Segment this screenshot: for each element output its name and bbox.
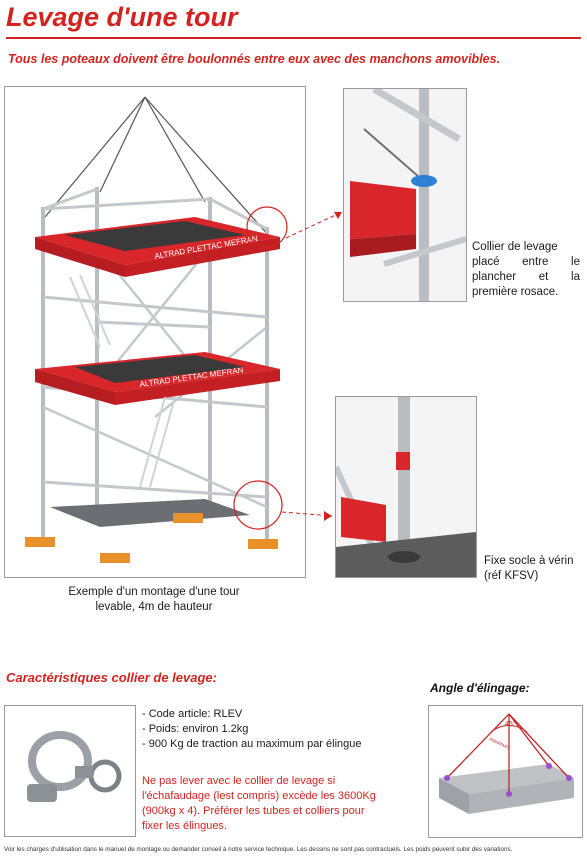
scaffold-tower-illustration: ALTRAD PLETTAC MEFRAN ALTRAD PLETTAC MEF… <box>25 96 288 563</box>
lifting-clamp <box>411 175 437 187</box>
ladders <box>69 274 176 488</box>
detail-photo-lifting-clamp <box>343 85 467 302</box>
title-divider <box>6 37 581 39</box>
angle-label: 45° <box>505 720 516 728</box>
tower-illustration-frame: ALTRAD PLETTAC MEFRAN ALTRAD PLETTAC MEF… <box>4 86 306 578</box>
spec-item: - Poids: environ 1.2kg <box>142 723 249 735</box>
sling-angle-title: Angle d'élingage: <box>430 681 530 695</box>
callout-arrows <box>281 211 343 521</box>
tower-caption: Exemple d'un montage d'une tour levable,… <box>68 586 240 613</box>
base-plates <box>25 513 278 563</box>
page-subtitle: Tous les poteaux doivent être boulonnés … <box>8 52 501 66</box>
page-title: Levage d'une tour <box>6 2 238 32</box>
spec-item: - 900 Kg de traction au maximum par élin… <box>142 738 362 750</box>
detail-top-callout: Collier de levage placé entre le planche… <box>472 241 580 298</box>
spec-item: - Code article: RLEV <box>142 708 243 720</box>
lifting-clamp-photo <box>4 705 136 837</box>
specs-section-title: Caractéristiques collier de levage: <box>6 670 217 685</box>
sling-chains <box>44 96 271 238</box>
base-platform <box>50 499 250 527</box>
detail-bottom-callout: Fixe socle à vérin (réf KFSV) <box>484 555 574 582</box>
sling-angle-diagram: 45° maximum <box>428 705 583 838</box>
bottom-detail-circle <box>233 480 283 530</box>
detail-photo-base-jack <box>333 396 477 579</box>
footer-disclaimer: Voir les charges d'utilisation dans le m… <box>4 846 513 853</box>
weight-warning: Ne pas lever avec le collier de levage s… <box>142 775 376 832</box>
top-detail-circle <box>246 206 288 248</box>
specs-list: - Code article: RLEV - Poids: environ 1.… <box>142 707 432 752</box>
